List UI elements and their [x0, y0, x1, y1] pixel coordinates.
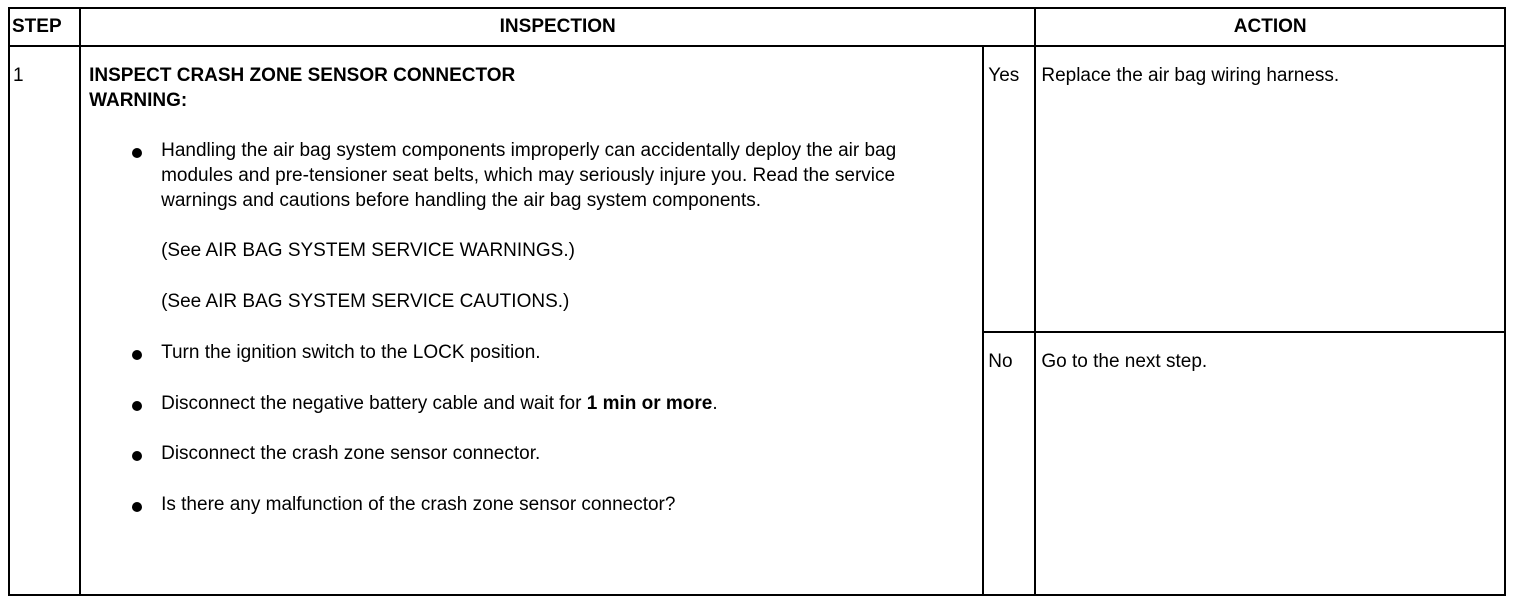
see-warnings-ref: (See AIR BAG SYSTEM SERVICE WARNINGS.) [161, 240, 575, 262]
disconnect-step: Disconnect the crash zone sensor connect… [161, 443, 541, 465]
warning-text: Handling the air bag system components i… [161, 140, 897, 211]
diagnostic-table: STEP INSPECTION ACTION 1 INSPECT CRASH Z… [7, 7, 1506, 596]
procedure-bullets: Turn the ignition switch to the LOCK pos… [89, 341, 972, 518]
battery-step-pre: Disconnect the negative battery cable an… [161, 392, 587, 414]
question-step: Is there any malfunction of the crash zo… [161, 493, 676, 515]
list-item: Disconnect the negative battery cable an… [89, 392, 972, 417]
list-item: Disconnect the crash zone sensor connect… [89, 442, 972, 467]
see-cautions-ref: (See AIR BAG SYSTEM SERVICE CAUTIONS.) [161, 291, 570, 313]
no-label: No [982, 331, 1037, 596]
list-item: Is there any malfunction of the crash zo… [89, 493, 972, 518]
bullet-dot-icon [132, 451, 143, 462]
list-item: Turn the ignition switch to the LOCK pos… [89, 341, 972, 366]
bullet-dot-icon [132, 400, 143, 411]
header-row: STEP INSPECTION ACTION [7, 7, 1506, 47]
yes-action: Replace the air bag wiring harness. [1034, 45, 1506, 333]
action-header: ACTION [1034, 7, 1506, 47]
yes-label: Yes [982, 45, 1037, 333]
no-action: Go to the next step. [1034, 331, 1506, 596]
list-item: Handling the air bag system components i… [89, 139, 972, 213]
bullet-dot-icon [132, 349, 143, 360]
bullet-dot-icon [132, 501, 143, 512]
step-row-no: No Go to the next step. [9, 331, 1506, 596]
bullet-dot-icon [132, 148, 143, 159]
step-number: 1 [7, 45, 82, 596]
inspection-bullets: Handling the air bag system components i… [89, 139, 972, 213]
warning-label: WARNING: [89, 89, 188, 111]
inspection-cell: INSPECT CRASH ZONE SENSOR CONNECTOR WARN… [79, 45, 985, 596]
step-row-yes: 1 INSPECT CRASH ZONE SENSOR CONNECTOR WA… [7, 45, 1506, 596]
battery-wait-time: 1 min or more [586, 392, 713, 414]
step-header: STEP [7, 7, 82, 47]
ignition-step: Turn the ignition switch to the LOCK pos… [161, 341, 541, 363]
battery-step-post: . [712, 392, 718, 414]
inspection-header: INSPECTION [79, 7, 1037, 47]
inspection-title: INSPECT CRASH ZONE SENSOR CONNECTOR [89, 65, 516, 86]
